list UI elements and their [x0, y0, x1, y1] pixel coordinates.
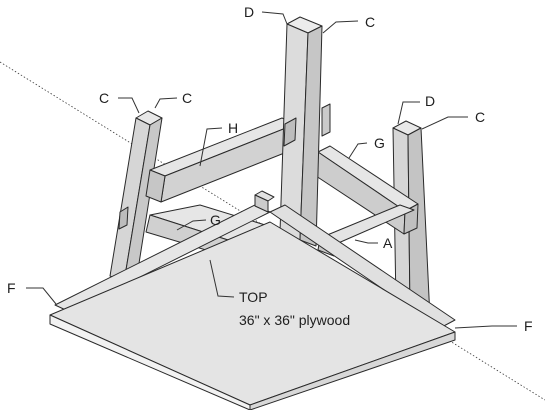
label-top-title: TOP — [239, 289, 268, 305]
plywood-top-left-edge — [49, 314, 251, 410]
leader-f-right — [454, 325, 517, 329]
label-g-lower: G — [210, 212, 221, 228]
label-c-top: C — [365, 14, 375, 30]
leader-g-upper — [348, 142, 368, 159]
leader-d-right — [397, 101, 420, 125]
leg-left-notch — [118, 206, 129, 230]
leader-c-left-b — [154, 97, 178, 109]
leader-top — [209, 259, 235, 298]
label-c-right: C — [475, 109, 485, 125]
label-top-spec: 36" x 36" plywood — [239, 312, 350, 328]
leg-center-notch — [283, 117, 297, 147]
leader-c-top — [322, 20, 359, 34]
leg-center-tab — [321, 103, 331, 137]
leader-f-left — [26, 287, 57, 305]
leader-h — [199, 127, 223, 167]
label-f-right: F — [524, 318, 533, 334]
leader-c-left-a — [118, 97, 140, 114]
leg-center-face — [299, 25, 323, 247]
plywood-top-right-edge — [249, 331, 456, 410]
label-h: H — [228, 120, 238, 136]
label-f-left: F — [7, 280, 16, 296]
leader-c-right — [421, 116, 468, 130]
label-c-left-a: C — [99, 90, 109, 106]
rail-h-end — [145, 169, 166, 203]
label-c-left-b: C — [182, 90, 192, 106]
apron-block-side — [254, 194, 269, 213]
label-g-upper: G — [374, 135, 385, 151]
leader-lines — [26, 11, 517, 329]
leg-center — [279, 16, 331, 247]
label-d-top: D — [244, 4, 254, 20]
leader-g-lower — [176, 219, 207, 231]
leader-a — [354, 239, 378, 244]
leader-d-top — [261, 11, 288, 25]
label-d-right: D — [425, 93, 435, 109]
label-a: A — [383, 235, 393, 251]
plywood-top — [49, 221, 456, 410]
rail-h — [145, 117, 297, 203]
